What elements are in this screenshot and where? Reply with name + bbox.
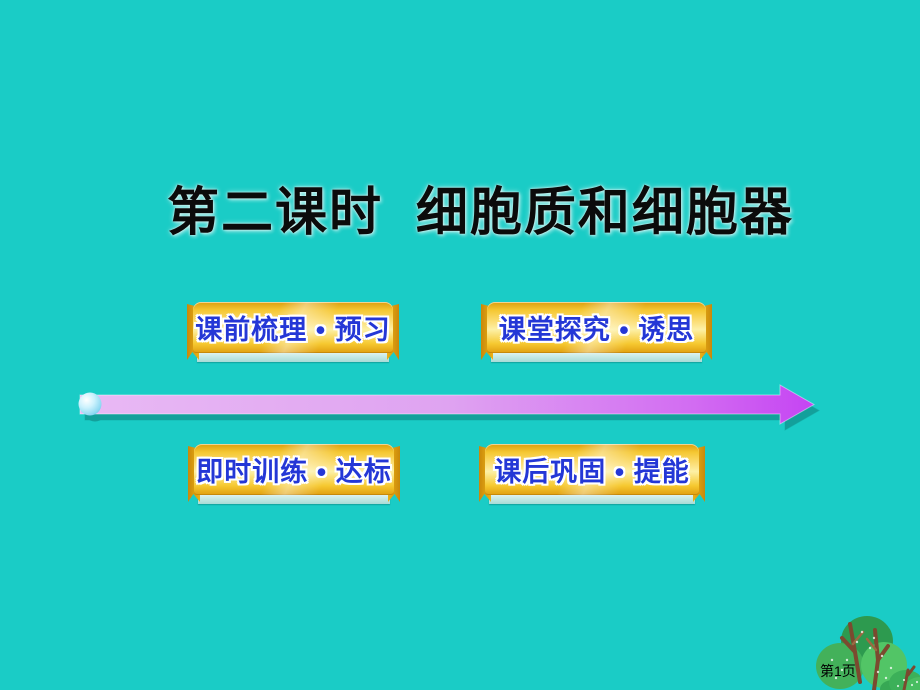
nav-button-label: 课前梳理 • 预习 (195, 315, 391, 345)
ribbon-bottom-lip (491, 350, 702, 362)
ribbon-body (487, 302, 706, 353)
ribbon-body (193, 302, 393, 353)
tree-twig (851, 630, 865, 646)
progress-arrow-icon (78, 384, 816, 425)
trees-illustration-icon (816, 616, 920, 690)
page-title: 第二课时 细胞质和细胞器 (167, 184, 794, 242)
nav-button-label: 课堂探究 • 诱思 (498, 315, 695, 345)
ribbon-body (194, 444, 394, 495)
nav-button-classroom-exploration[interactable]: 课堂探究 • 诱思 (481, 302, 712, 362)
bush-mound (905, 677, 920, 690)
page-number: 第1页 (820, 663, 856, 679)
tree-branch (840, 622, 862, 684)
nav-button-instant-training[interactable]: 即时训练 • 达标 (188, 444, 400, 504)
leaf-speckles (830, 630, 919, 688)
nav-button-after-class-consolidation[interactable]: 课后巩固 • 提能 (479, 444, 705, 504)
ribbon-bottom-lip (197, 350, 389, 362)
ribbon-body (485, 444, 699, 495)
arrow-start-ball-icon (78, 392, 102, 416)
arrow-shape (79, 384, 816, 425)
tree-branch (872, 628, 890, 690)
tree-twig (865, 637, 878, 652)
tree-canopy-left (816, 643, 864, 689)
bush-branch (902, 665, 916, 690)
ribbon-bottom-lip (489, 492, 695, 504)
nav-button-label: 即时训练 • 达标 (196, 457, 392, 487)
nav-button-label: 课后巩固 • 提能 (494, 457, 690, 487)
nav-button-pre-class-review[interactable]: 课前梳理 • 预习 (187, 302, 399, 362)
ribbon-bottom-lip (198, 492, 390, 504)
